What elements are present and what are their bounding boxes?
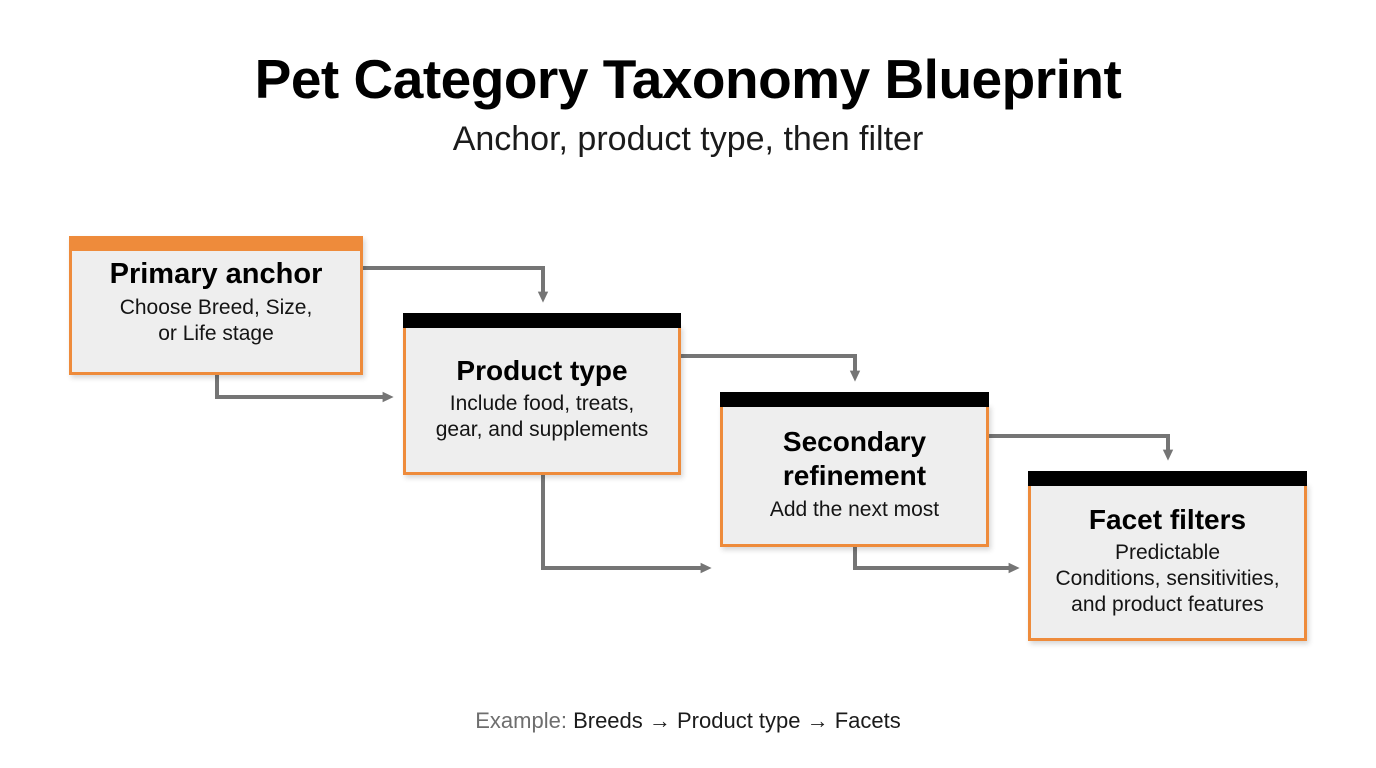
node-description: Choose Breed, Size, or Life stage: [119, 295, 313, 345]
node-cap-bar: [403, 313, 681, 328]
flow-node-product-type[interactable]: Product type Include food, treats, gear,…: [403, 313, 681, 475]
footer-label: Example:: [475, 708, 567, 733]
connector-anchor-to-product-top: [363, 266, 549, 303]
connector-product-to-secondary-top: [681, 354, 861, 382]
node-title: Facet filters: [1088, 503, 1247, 535]
page-title: Pet Category Taxonomy Blueprint: [254, 48, 1122, 110]
node-description: Predictable Conditions, sensitivities, a…: [1055, 540, 1280, 616]
connector-anchor-to-product-left: [215, 375, 394, 403]
flow-node-facet-filters[interactable]: Facet filters Predictable Conditions, se…: [1028, 471, 1307, 641]
node-description: Add the next most: [769, 497, 940, 521]
node-title: Product type: [456, 354, 628, 386]
flow-node-primary-anchor[interactable]: Primary anchor Choose Breed, Size, or Li…: [69, 236, 363, 375]
node-cap-bar: [1028, 471, 1307, 486]
footer-example: Example: Breeds → Product type → Facets: [0, 706, 1376, 736]
footer-flow: Breeds → Product type → Facets: [573, 708, 901, 733]
connector-product-to-secondary-left: [541, 475, 712, 574]
node-cap-bar: [720, 392, 989, 407]
node-title: Primary anchor: [109, 257, 323, 290]
node-title: Secondary refinement: [782, 425, 927, 491]
connector-secondary-to-facet-top: [989, 434, 1174, 461]
header: Pet Category Taxonomy Blueprint Anchor, …: [0, 0, 1376, 160]
node-description: Include food, treats, gear, and suppleme…: [435, 391, 649, 441]
connector-secondary-to-facet-left: [853, 547, 1020, 574]
node-cap-bar: [69, 236, 363, 251]
flow-node-secondary-refinement[interactable]: Secondary refinement Add the next most: [720, 392, 989, 547]
page-subtitle: Anchor, product type, then filter: [452, 120, 924, 158]
